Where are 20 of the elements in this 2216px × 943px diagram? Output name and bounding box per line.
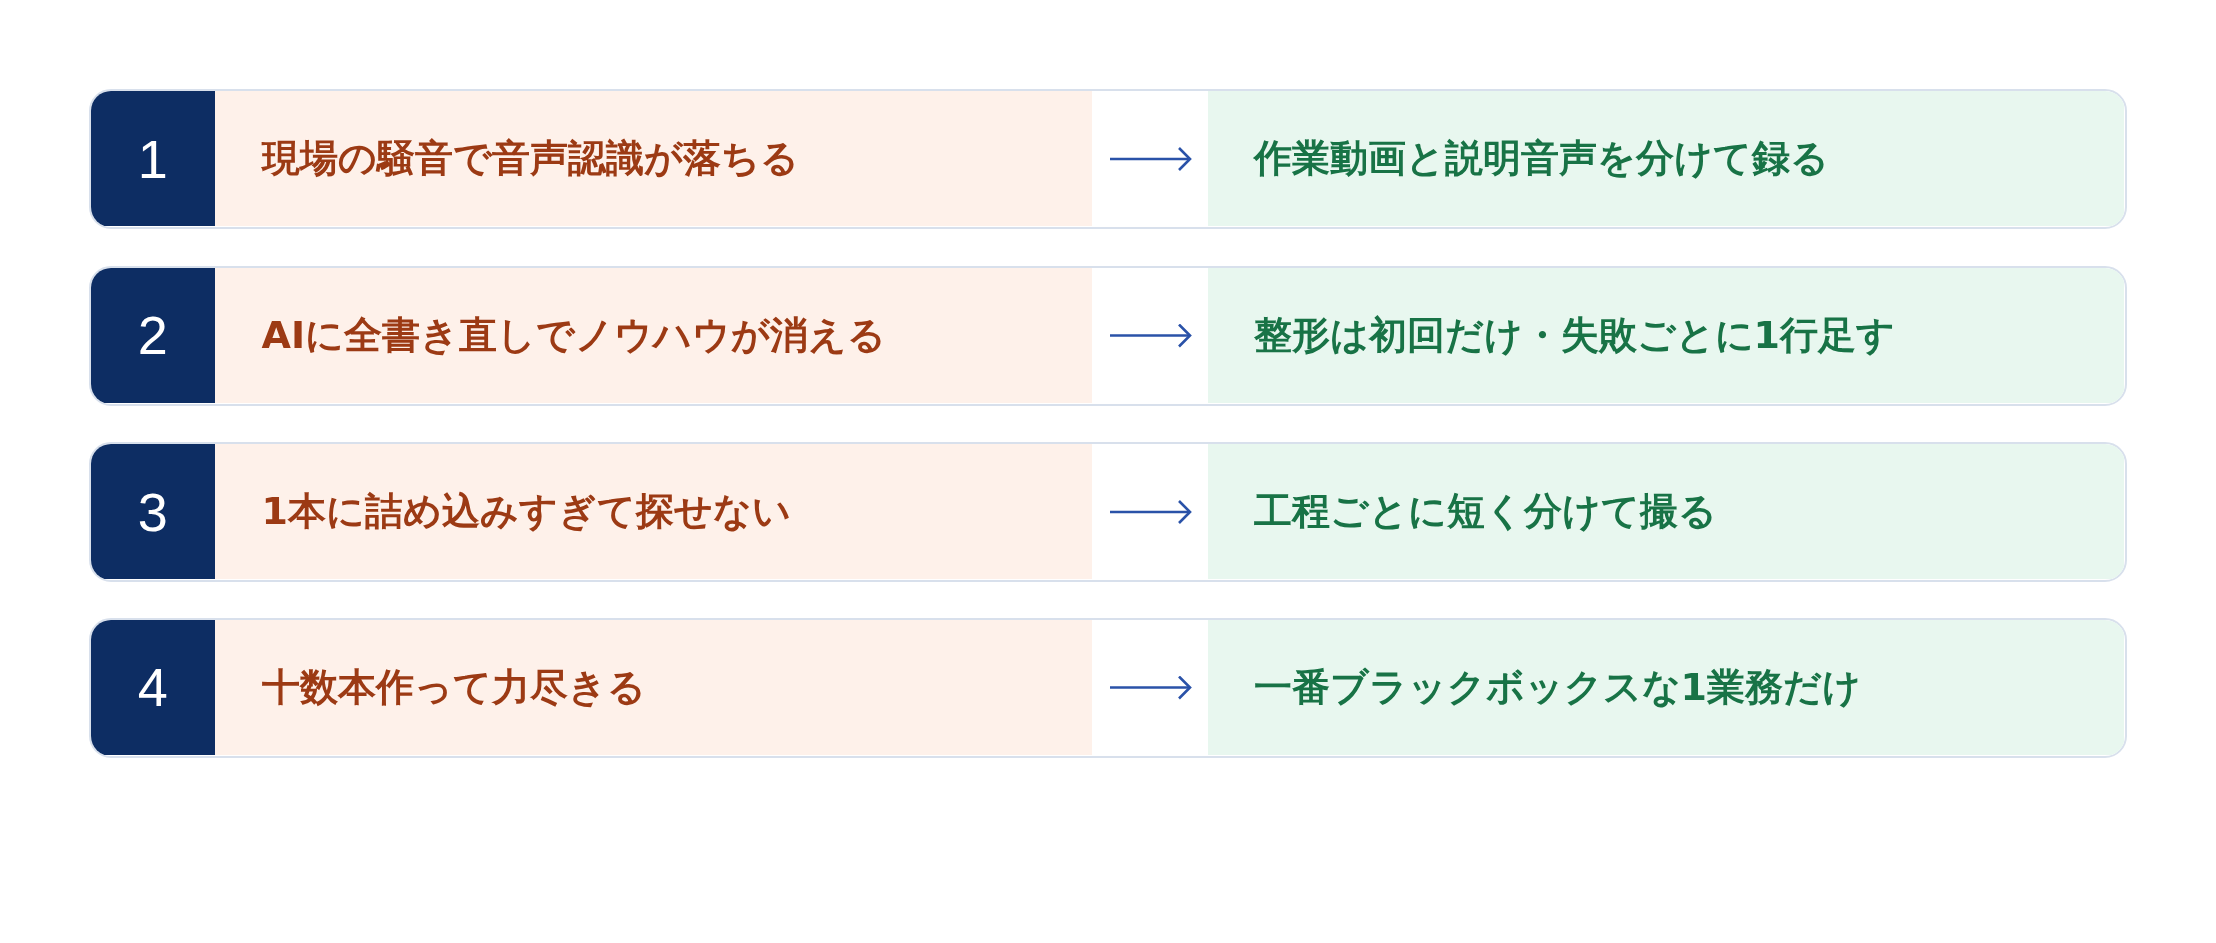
solution-box: 工程ごとに短く分けて撮る: [1207, 444, 2124, 579]
arrow: [1110, 323, 1192, 348]
row-card: [89, 442, 2127, 582]
arrow: [1110, 146, 1192, 172]
solution-box: 一番ブラックボックスな1業務だけ: [1207, 619, 2124, 755]
row-card: [89, 89, 2127, 229]
problem-box: 1本に詰め込みすぎて探せない: [214, 444, 1092, 579]
row-card: [89, 617, 2127, 758]
number-block: 2: [91, 267, 215, 403]
number-block: 4: [91, 619, 215, 755]
arrow: [1110, 675, 1192, 700]
problem-box: AIに全書き直しでノウハウが消える: [214, 267, 1092, 403]
row-card: [89, 265, 2127, 406]
number-block: 1: [91, 91, 215, 226]
problem-box: 現場の騒音で音声認識が落ちる: [214, 91, 1092, 226]
solution-box: 作業動画と説明音声を分けて録る: [1207, 91, 2124, 226]
solution-box: 整形は初回だけ・失敗ごとに1行足す: [1207, 267, 2124, 403]
number-block: 3: [91, 444, 215, 579]
arrow: [1110, 499, 1192, 525]
problem-box: 十数本作って力尽きる: [214, 619, 1092, 755]
